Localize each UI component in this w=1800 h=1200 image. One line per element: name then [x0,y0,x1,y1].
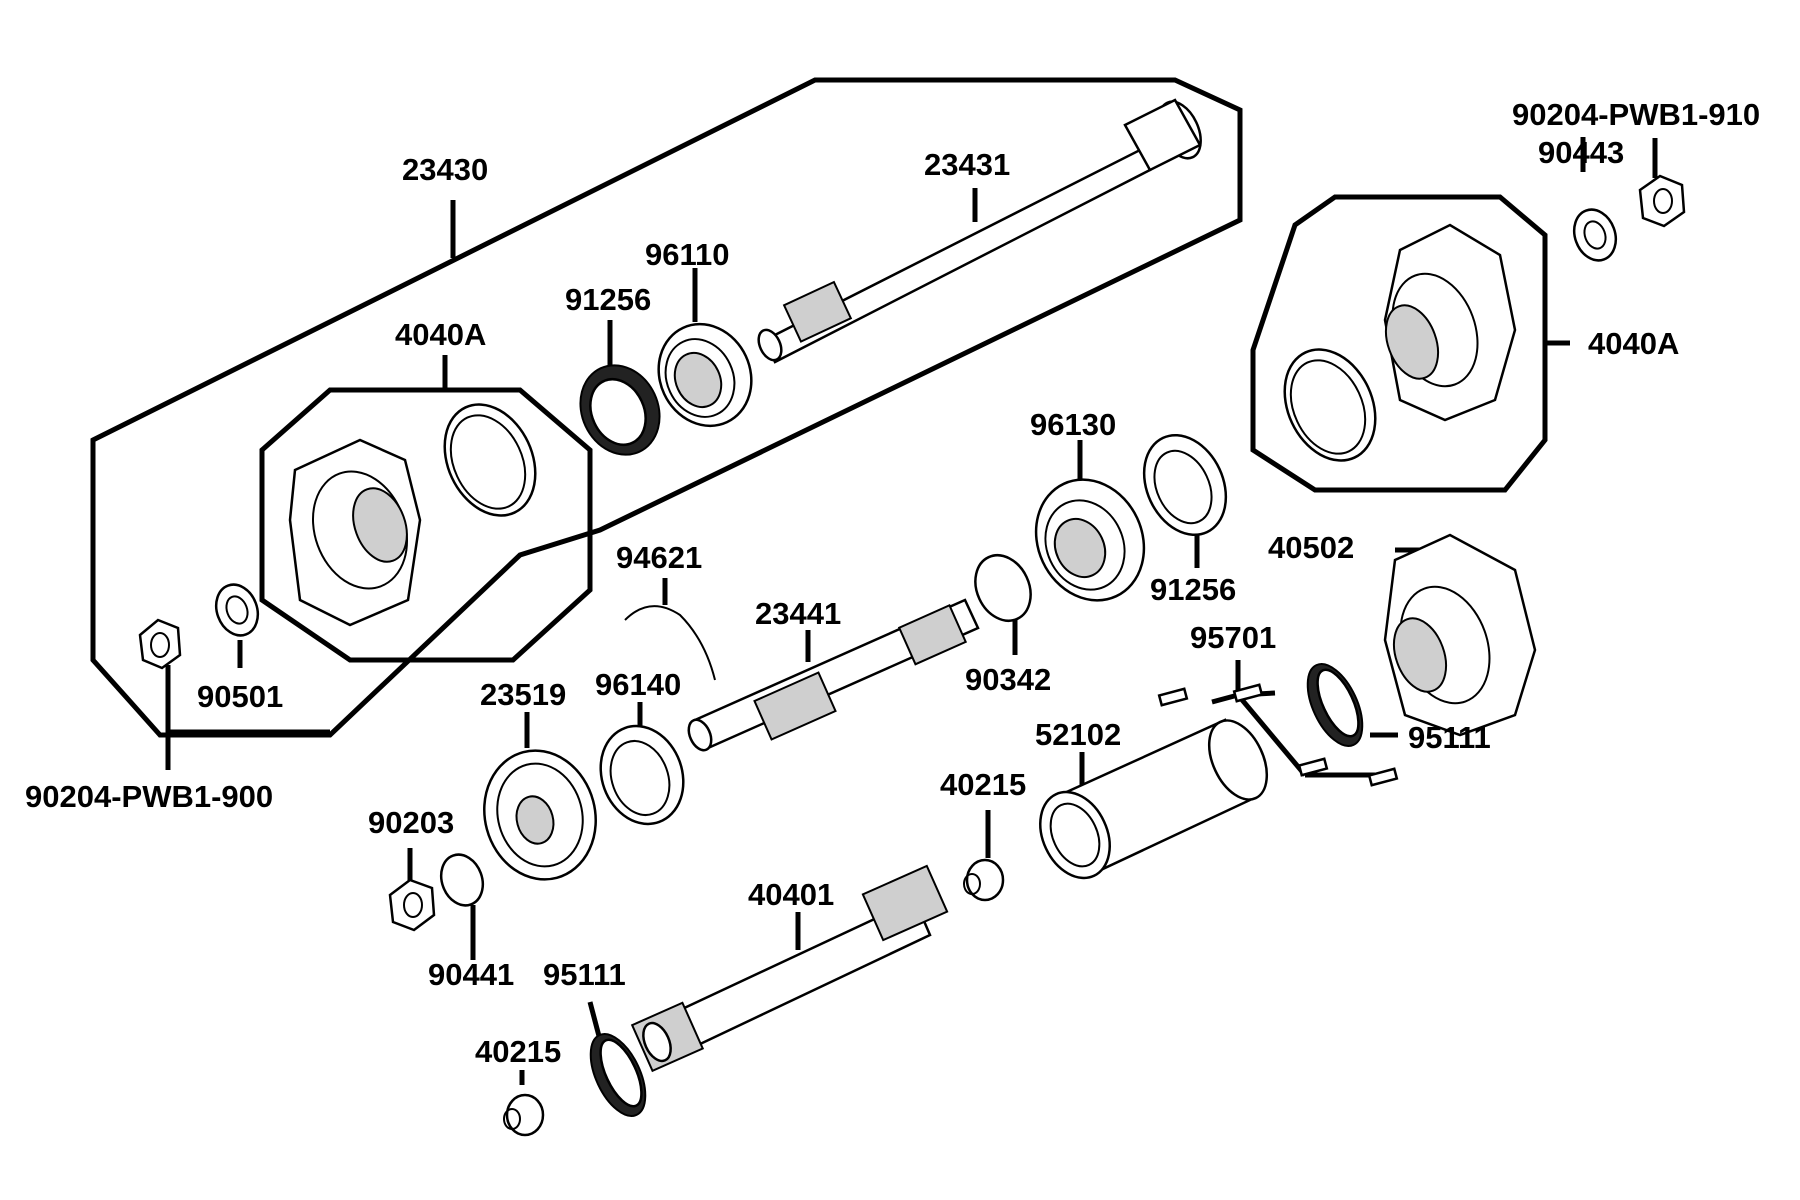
assembly-4040A-left-outline [259,387,593,663]
plug-40215-lower [503,1093,545,1137]
plug-40215-upper [963,858,1005,902]
shaft-23431 [757,98,1202,364]
bearing-96130 [1034,478,1146,602]
label-40401: 40401 [748,877,834,912]
label-91256-lower: 91256 [1150,572,1236,607]
flange-40502 [1383,533,1537,737]
part-labels: 23430 23431 96110 91256 4040A 90501 9020… [25,97,1760,1069]
bolts-95701 [1157,683,1399,787]
label-94621: 94621 [616,540,702,575]
oil-seal-91256-upper [579,364,661,456]
label-95701: 95701 [1190,620,1276,655]
nut-90204-PWB1-910 [1638,174,1686,228]
label-90204-PWB1-900: 90204-PWB1-900 [25,779,273,814]
oil-seal-91256-lower [1142,433,1228,537]
label-52102: 52102 [1035,717,1121,752]
bearing-96140 [599,724,685,826]
nut-90203 [388,878,436,932]
shaft-40401 [630,864,949,1073]
label-23431: 23431 [924,147,1010,182]
washer-90501 [214,583,260,637]
sleeve-52102 [1039,718,1269,880]
label-4040A-right: 4040A [1588,326,1679,361]
label-91256-upper: 91256 [565,282,651,317]
label-40502: 40502 [1268,530,1354,565]
nut-90204-PWB1-900 [138,618,182,670]
bevel-gear-23519 [483,749,597,881]
flange-4040A-right [1283,223,1517,462]
label-40215-upper: 40215 [940,767,1026,802]
shim-90342 [974,554,1032,622]
leader-lines [165,137,1658,1085]
label-90204-PWB1-910: 90204-PWB1-910 [1512,97,1760,132]
assembly-23430-outline [90,77,1243,738]
label-40215-lower: 40215 [475,1034,561,1069]
label-96140: 96140 [595,667,681,702]
label-96110: 96110 [645,237,730,272]
label-95111-upper: 95111 [1408,720,1491,755]
label-23519: 23519 [480,677,566,712]
label-4040A-left: 4040A [395,317,486,352]
label-95111-lower: 95111 [543,957,626,992]
washer-90441 [439,853,485,907]
assembly-4040A-right-outline [1250,194,1548,493]
shaft-23441 [687,598,980,752]
bearing-96110 [657,322,753,428]
label-90501: 90501 [197,679,283,714]
label-90441: 90441 [428,957,514,992]
label-23430: 23430 [402,152,488,187]
circlip-94621 [624,605,716,681]
label-90203: 90203 [368,805,454,840]
label-90342: 90342 [965,662,1051,697]
flange-4040A-left [288,403,537,627]
label-90443: 90443 [1538,135,1624,170]
label-23441: 23441 [755,596,841,631]
label-96130: 96130 [1030,407,1116,442]
washer-90443 [1572,208,1618,262]
